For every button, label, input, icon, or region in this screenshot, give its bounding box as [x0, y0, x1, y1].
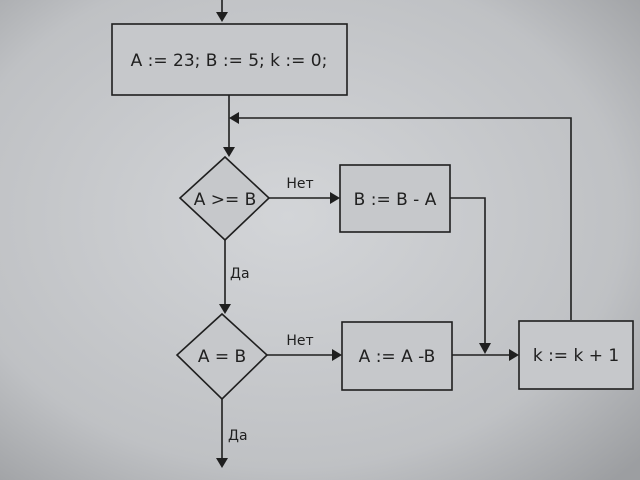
sub-b-to-merge-line: [450, 197, 486, 345]
cond-ge-arrowhead: [223, 147, 235, 157]
ge-no-arrowhead: [330, 192, 340, 204]
eq-no-label: Нет: [286, 333, 313, 349]
sub-b-box: [339, 164, 451, 233]
cond-ge-label: A >= B: [194, 190, 257, 210]
entry-arrowhead: [216, 12, 228, 22]
sub-b-label: B := B - A: [354, 190, 437, 210]
exit-arrowhead: [216, 458, 228, 468]
inc-k-label: k := k + 1: [533, 346, 619, 366]
eq-no-arrowhead: [332, 349, 342, 361]
sub-a-box: [341, 321, 453, 391]
inc-k-box: [518, 320, 634, 390]
ge-yes-label: Да: [230, 266, 250, 282]
eq-yes-label: Да: [228, 428, 248, 444]
sub-a-label: A := A -B: [359, 347, 436, 367]
loop-back-line: [236, 117, 572, 320]
init-box: [111, 23, 348, 96]
merge-arrowhead: [479, 343, 491, 354]
k-box-arrowhead: [509, 349, 519, 361]
init-label: A := 23; B := 5; k := 0;: [131, 51, 328, 71]
ge-yes-arrowhead: [219, 304, 231, 314]
ge-no-label: Нет: [286, 176, 313, 192]
loop-back-arrowhead: [229, 112, 239, 124]
cond-eq-label: A = B: [198, 347, 246, 367]
